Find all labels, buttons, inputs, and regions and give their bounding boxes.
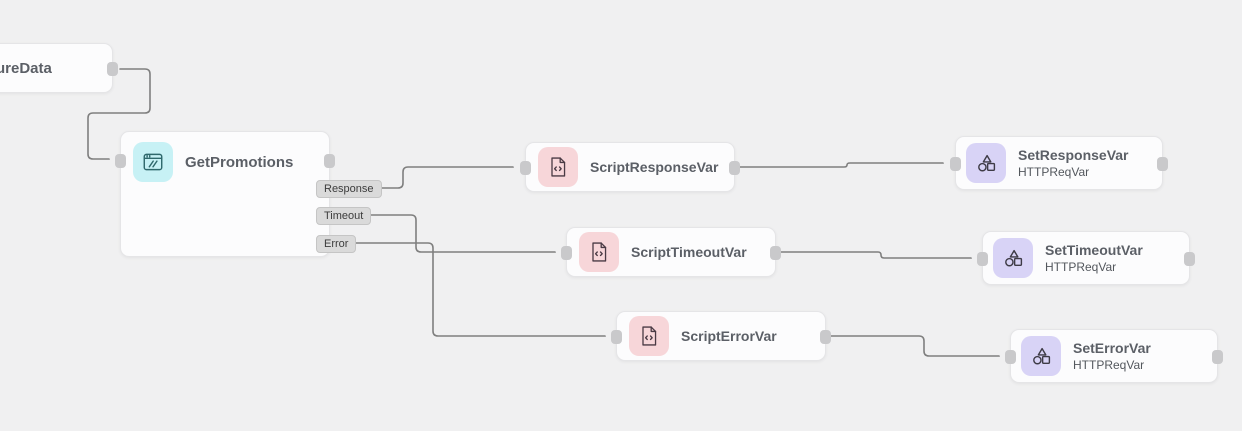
node-subtitle: HTTPReqVar xyxy=(1018,165,1090,179)
node-uredata-partial[interactable]: ureData xyxy=(0,43,118,93)
input-port[interactable] xyxy=(950,157,961,171)
code-file-icon xyxy=(629,316,669,356)
node-set-response-var[interactable]: SetResponseVar HTTPReqVar xyxy=(950,136,1168,190)
node-title: ScriptErrorVar xyxy=(681,328,777,344)
input-port[interactable] xyxy=(977,252,988,266)
node-subtitle: HTTPReqVar xyxy=(1045,260,1117,274)
edge-error-to-scripterrorvar[interactable] xyxy=(339,242,606,336)
node-subtitle: HTTPReqVar xyxy=(1073,358,1145,372)
node-script-timeout-var[interactable]: ScriptTimeoutVar xyxy=(561,227,781,277)
edge-response-to-scriptresponsevar[interactable] xyxy=(365,166,514,189)
output-port[interactable] xyxy=(820,330,831,344)
node-title: ureData xyxy=(0,59,52,77)
input-port[interactable] xyxy=(115,154,126,168)
edge-scripterrorvar-to-seterrorvar[interactable] xyxy=(829,335,1000,356)
shapes-icon xyxy=(1021,336,1061,376)
output-port[interactable] xyxy=(1157,157,1168,171)
output-port[interactable] xyxy=(729,161,740,175)
node-set-error-var[interactable]: SetErrorVar HTTPReqVar xyxy=(1005,329,1223,383)
edge-scriptresponsevar-to-setresponsevar[interactable] xyxy=(737,162,944,167)
node-get-promotions[interactable]: GetPromotions Response Timeout Error xyxy=(115,131,382,257)
browser-window-icon xyxy=(133,142,173,182)
input-port[interactable] xyxy=(561,246,572,260)
input-port[interactable] xyxy=(611,330,622,344)
input-port[interactable] xyxy=(1005,350,1016,364)
edge-timeout-to-scripttimeoutvar[interactable] xyxy=(361,214,556,252)
node-title: ScriptResponseVar xyxy=(590,159,719,175)
shapes-icon xyxy=(993,238,1033,278)
node-title: SetResponseVar xyxy=(1018,147,1129,163)
node-title: SetErrorVar xyxy=(1073,340,1151,356)
code-file-icon xyxy=(579,232,619,272)
node-title: ScriptTimeoutVar xyxy=(631,244,747,260)
input-port[interactable] xyxy=(520,161,531,175)
output-port-response[interactable]: Response xyxy=(316,180,382,198)
output-port[interactable] xyxy=(1184,252,1195,266)
output-port-error[interactable]: Error xyxy=(316,235,357,253)
node-title: SetTimeoutVar xyxy=(1045,242,1143,258)
node-script-error-var[interactable]: ScriptErrorVar xyxy=(611,311,831,361)
edge-uredata-to-getpromotions[interactable] xyxy=(87,68,151,159)
output-port[interactable] xyxy=(107,62,118,76)
code-file-icon xyxy=(538,147,578,187)
node-script-response-var[interactable]: ScriptResponseVar xyxy=(520,142,740,192)
output-port[interactable] xyxy=(770,246,781,260)
node-title: GetPromotions xyxy=(185,153,294,171)
edge-scripttimeoutvar-to-settimeoutvar[interactable] xyxy=(779,251,972,258)
node-set-timeout-var[interactable]: SetTimeoutVar HTTPReqVar xyxy=(977,231,1195,285)
shapes-icon xyxy=(966,143,1006,183)
output-port[interactable] xyxy=(324,154,335,168)
output-port-timeout[interactable]: Timeout xyxy=(316,207,372,225)
output-port[interactable] xyxy=(1212,350,1223,364)
